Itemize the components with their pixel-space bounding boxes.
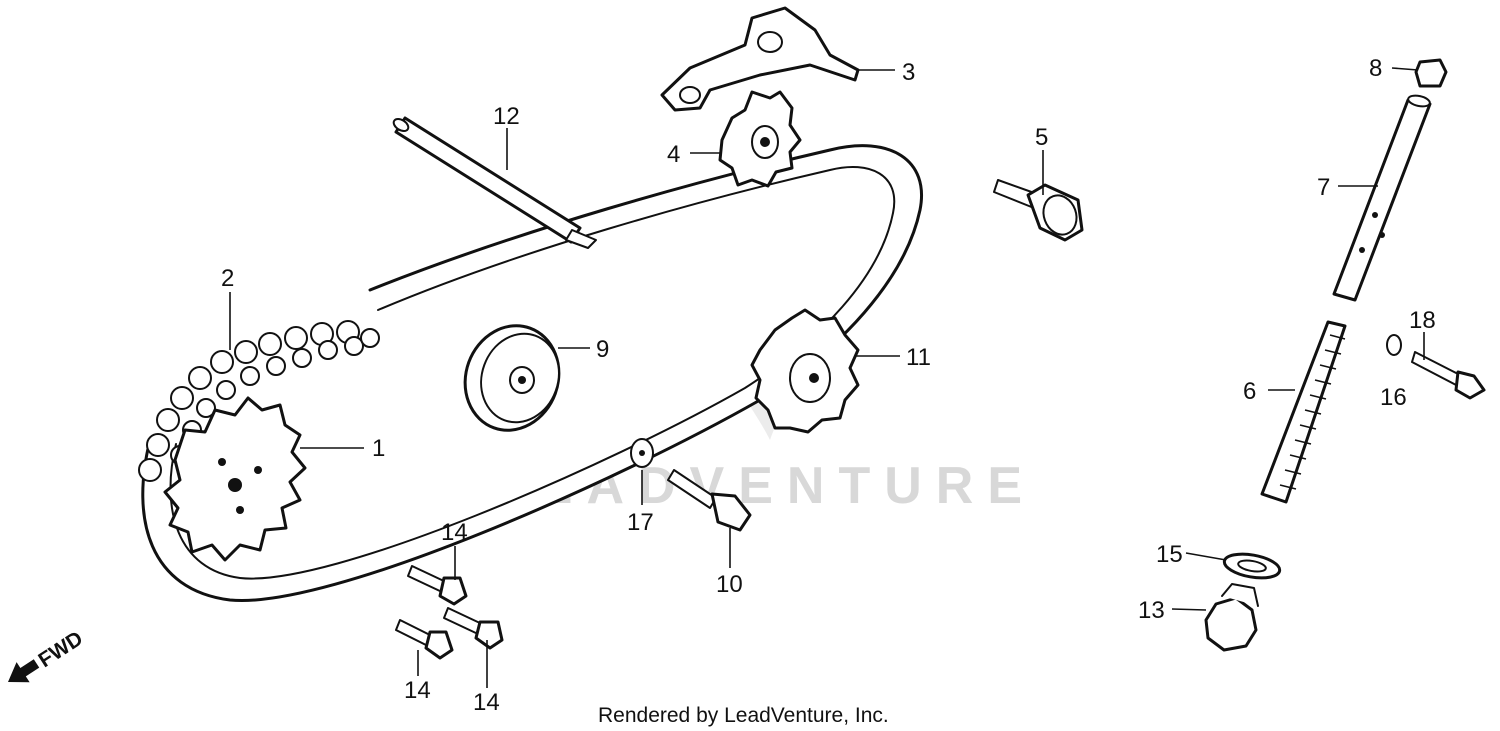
- leader-lines: [229, 67, 1425, 688]
- callout-8: 8: [1369, 55, 1382, 82]
- chain-roller[interactable]: [451, 312, 574, 443]
- bolt-10[interactable]: [667, 469, 752, 532]
- sealing-plug[interactable]: [1204, 583, 1259, 652]
- callout-14-b: 14: [404, 677, 431, 704]
- callout-4: 4: [667, 141, 680, 168]
- bolt-14-b[interactable]: [443, 607, 504, 650]
- callout-1: 1: [372, 435, 385, 462]
- bolt-14-a[interactable]: [407, 565, 468, 606]
- washer-17[interactable]: [630, 438, 654, 468]
- callout-labels: 1 2 3 4 5 6 7 8 9 10 11 12 13 14 14 14 1…: [221, 55, 1436, 716]
- callout-17: 17: [627, 509, 654, 536]
- idler-sprocket-small[interactable]: [718, 90, 802, 188]
- chain-links: [138, 320, 380, 482]
- callout-9: 9: [596, 336, 609, 363]
- callout-11: 11: [906, 344, 931, 371]
- tensioner-tube[interactable]: [1332, 94, 1432, 302]
- sealing-washer[interactable]: [1222, 550, 1282, 581]
- guide-shaft[interactable]: [392, 116, 597, 249]
- callout-10: 10: [716, 571, 743, 598]
- callout-5: 5: [1035, 124, 1048, 151]
- pivot-bolt[interactable]: [993, 179, 1084, 242]
- tensioner-spring[interactable]: [1260, 320, 1347, 504]
- forward-arrow-icon: [8, 659, 40, 683]
- forward-direction-indicator: FWD: [8, 627, 87, 683]
- callout-2: 2: [221, 265, 234, 292]
- cap-bolt[interactable]: [1414, 58, 1448, 88]
- forward-label: FWD: [34, 627, 87, 672]
- tensioner-sprocket[interactable]: [750, 308, 860, 434]
- bolt-18[interactable]: [1411, 351, 1486, 400]
- washer-16[interactable]: [1386, 334, 1402, 356]
- drive-sprocket[interactable]: [163, 396, 307, 562]
- callout-13: 13: [1138, 597, 1165, 624]
- callout-18: 18: [1409, 307, 1436, 334]
- callout-6: 6: [1243, 378, 1256, 405]
- render-credit: Rendered by LeadVenture, Inc.: [598, 704, 889, 727]
- callout-14-a: 14: [441, 519, 468, 546]
- callout-16: 16: [1380, 384, 1407, 411]
- callout-7: 7: [1317, 174, 1330, 201]
- callout-3: 3: [902, 59, 915, 86]
- callout-14-c: 14: [473, 689, 500, 716]
- callout-15: 15: [1156, 541, 1183, 568]
- callout-12: 12: [493, 103, 520, 130]
- bolt-14-c[interactable]: [395, 619, 454, 660]
